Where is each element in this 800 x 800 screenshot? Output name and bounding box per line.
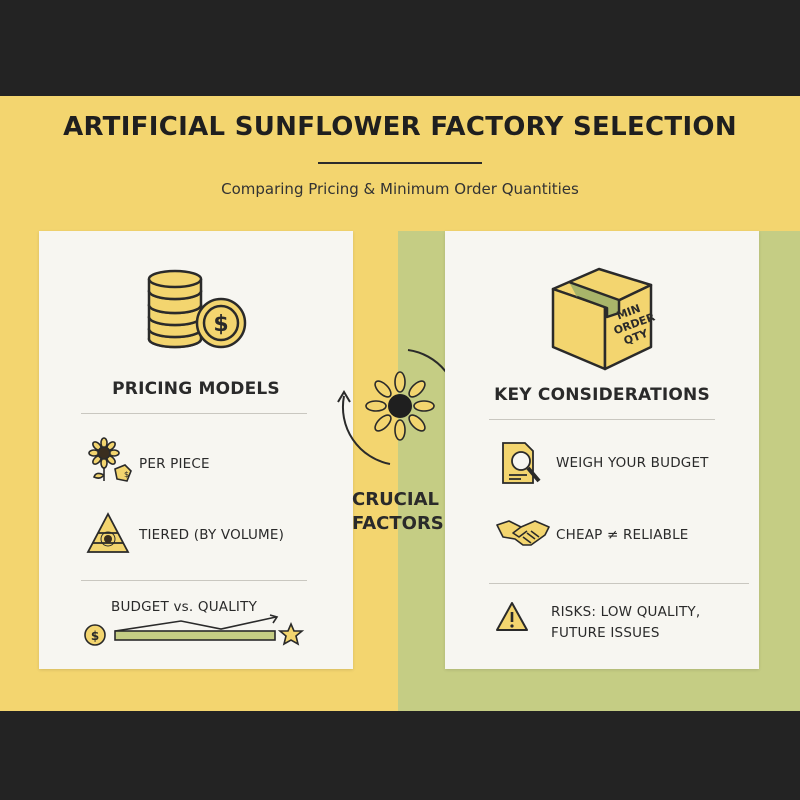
- top-band: [0, 0, 800, 96]
- svg-text:$: $: [91, 629, 99, 643]
- crucial-factors-label: CRUCIAL FACTORS: [352, 488, 448, 536]
- divider: [489, 583, 749, 584]
- document-magnifier-icon: [502, 442, 541, 484]
- bottom-band: [0, 711, 800, 800]
- page-subtitle: Comparing Pricing & Minimum Order Quanti…: [221, 180, 579, 198]
- risks-label: RISKS: LOW QUALITY, FUTURE ISSUES: [551, 602, 700, 644]
- budget-quality-label: BUDGET vs. QUALITY: [111, 599, 258, 615]
- page-title: ARTIFICIAL SUNFLOWER FACTORY SELECTION: [63, 112, 737, 142]
- crucial-factors-line1: CRUCIAL: [352, 489, 439, 510]
- cheap-reliable-label: CHEAP ≠ RELIABLE: [556, 527, 689, 543]
- key-considerations-card: MIN ORDER QTY KEY CONSIDERATIONS WEIGH Y…: [445, 231, 759, 669]
- budget-quality-graphic: $: [84, 614, 305, 646]
- pricing-models-heading: PRICING MODELS: [112, 379, 280, 399]
- tiered-label: TIERED (BY VOLUME): [139, 527, 285, 543]
- crucial-factors-line2: FACTORS: [352, 513, 444, 534]
- tier-pyramid-icon: [86, 512, 130, 553]
- sunflower-cycle-icon: [337, 349, 463, 465]
- warning-icon: [496, 602, 528, 631]
- divider: [81, 413, 307, 414]
- svg-text:$: $: [124, 470, 129, 479]
- sunflower-price-tag-icon: $: [88, 437, 132, 482]
- weigh-budget-label: WEIGH YOUR BUDGET: [556, 455, 709, 471]
- risks-line1: RISKS: LOW QUALITY,: [551, 604, 701, 620]
- coin-stack-icon: $: [147, 269, 247, 349]
- box-icon: MIN ORDER QTY: [551, 267, 657, 371]
- title-underline: [318, 162, 482, 164]
- divider: [81, 580, 307, 581]
- svg-text:$: $: [213, 312, 228, 337]
- svg-text:MIN ORDER QTY: MIN ORDER QTY: [607, 297, 657, 350]
- per-piece-label: PER PIECE: [139, 456, 210, 472]
- risks-line2: FUTURE ISSUES: [551, 625, 660, 641]
- key-considerations-heading: KEY CONSIDERATIONS: [494, 385, 710, 405]
- handshake-icon: [496, 520, 550, 546]
- pricing-models-card: $ PRICING MODELS $ PER PIECE: [39, 231, 353, 669]
- divider: [489, 419, 715, 420]
